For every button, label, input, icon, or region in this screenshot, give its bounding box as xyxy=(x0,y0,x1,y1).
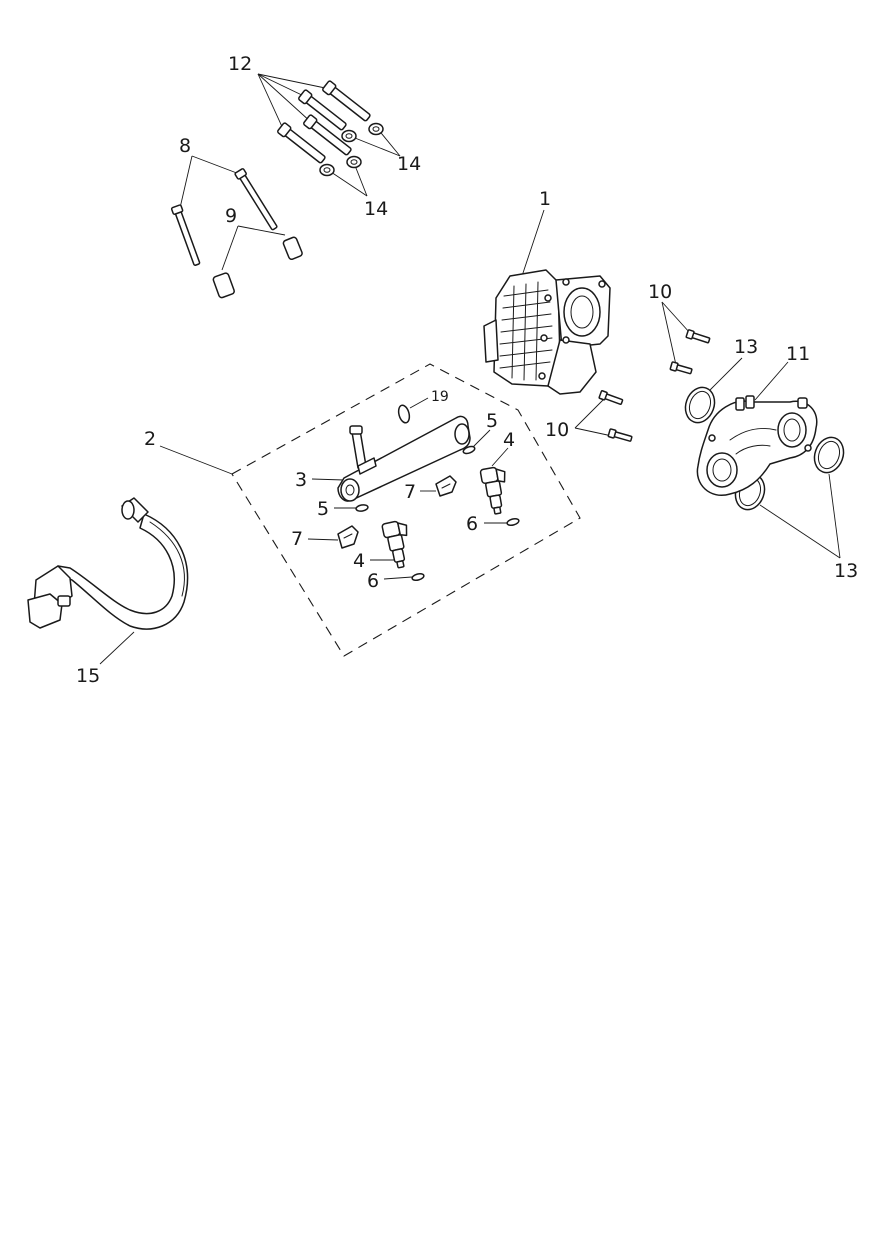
callout-14-lower: 14 xyxy=(364,198,388,220)
callout-1: 1 xyxy=(539,188,551,210)
callout-2: 2 xyxy=(144,428,156,450)
callout-4-upper: 4 xyxy=(503,429,515,451)
callout-15: 15 xyxy=(76,665,100,687)
callout-numbers: 12 14 14 8 9 1 10 13 11 10 2 19 5 4 3 7 … xyxy=(76,53,858,687)
callout-10-upper: 10 xyxy=(648,281,672,303)
mounting-bolts-12 xyxy=(277,80,371,164)
intake-manifold-11 xyxy=(696,395,818,497)
callout-5-upper: 5 xyxy=(486,410,498,432)
callout-10-lower: 10 xyxy=(545,419,569,441)
fuel-rail-kit-outline xyxy=(231,363,581,657)
callout-8: 8 xyxy=(179,135,191,157)
callout-14-upper: 14 xyxy=(397,153,421,175)
callout-6-lower: 6 xyxy=(367,570,379,592)
fuel-injector-upper xyxy=(479,466,506,515)
screws-10 xyxy=(598,329,711,442)
fuel-hose-15 xyxy=(27,497,189,630)
fuel-rail-3 xyxy=(337,415,471,502)
o-rings-6 xyxy=(411,517,520,582)
o-rings-5 xyxy=(355,445,476,512)
clips-7 xyxy=(337,475,457,549)
washers-14 xyxy=(319,122,384,177)
throttle-body-1 xyxy=(483,269,611,395)
callout-9: 9 xyxy=(225,205,237,227)
callout-13-upper: 13 xyxy=(734,336,758,358)
o-ring-19 xyxy=(397,404,411,424)
fuel-injector-lower xyxy=(381,520,408,569)
callout-7-upper: 7 xyxy=(404,481,416,503)
long-bolts-8 xyxy=(170,168,278,266)
callout-12: 12 xyxy=(228,53,252,75)
callout-5-lower: 5 xyxy=(317,498,329,520)
callout-11: 11 xyxy=(786,343,810,365)
callout-3: 3 xyxy=(295,469,307,491)
callout-13-lower: 13 xyxy=(834,560,858,582)
bolt-sleeves-9 xyxy=(212,236,303,299)
callout-4-lower: 4 xyxy=(353,550,365,572)
callout-6-right: 6 xyxy=(466,513,478,535)
leader-lines xyxy=(99,73,841,665)
callout-19: 19 xyxy=(431,389,449,405)
o-rings-13 xyxy=(684,386,845,511)
callout-7-lower: 7 xyxy=(291,528,303,550)
